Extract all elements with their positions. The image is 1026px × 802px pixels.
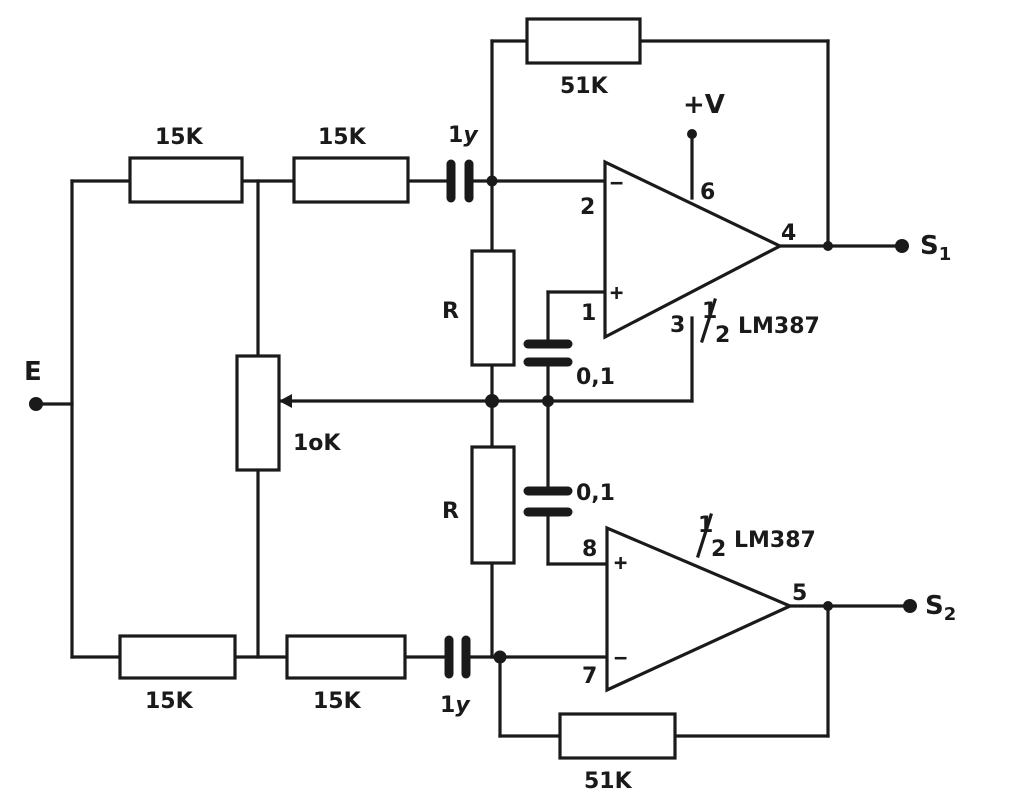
pin-top-output: 4 [781, 221, 796, 246]
resistor-top-left [128, 156, 244, 204]
part-top-den: 2 [715, 323, 730, 348]
junction-dot [542, 395, 554, 407]
pin-top-noninv: 1 [581, 301, 596, 326]
junctions [29, 129, 917, 664]
junction-dot [823, 601, 833, 611]
opamp-bottom [605, 525, 794, 693]
potentiometer-body [235, 354, 281, 472]
label-output-s2: S2 [925, 591, 956, 625]
junction-dot [823, 241, 833, 251]
label-resistor-bottom-left: 15K [145, 689, 194, 714]
part-top-name: LM387 [738, 314, 820, 339]
label-cap-bypass-top: 0,1 [576, 365, 615, 390]
pin-top-supply: 6 [700, 180, 715, 205]
label-cap-coupling-bottom: 1y [440, 693, 471, 718]
opamps [603, 159, 794, 693]
output-letter: S [920, 231, 939, 261]
pin-top-inv: 2 [580, 195, 595, 220]
resistor-feedback-top [525, 17, 642, 65]
label-resistor-r-bottom: R [442, 499, 459, 524]
part-bottom-fraction-bar [695, 512, 714, 559]
cap-unit: y [455, 693, 471, 718]
sign-bottom-inv: − [614, 646, 627, 671]
potentiometer [235, 354, 292, 472]
junction-dot [486, 175, 498, 187]
label-supply: +V [683, 90, 725, 120]
terminal-input-e [29, 397, 43, 411]
pin-top-ground: 3 [670, 313, 685, 338]
part-bottom-name: LM387 [734, 528, 816, 553]
sign-top-noninv: + [610, 281, 623, 306]
pin-bottom-inv: 7 [582, 664, 597, 689]
cap-value: 1 [440, 693, 455, 718]
resistor-feedback-bottom [558, 712, 677, 760]
pin-bottom-noninv: 8 [582, 537, 597, 562]
wiper-arrow-icon [279, 394, 292, 408]
label-cap-coupling-top: 1y [448, 123, 479, 148]
label-resistor-feedback-top: 51K [560, 74, 609, 99]
cap-unit: y [463, 123, 479, 148]
label-potentiometer: 1oK [293, 431, 341, 456]
part-top-fraction-bar [699, 297, 718, 344]
label-resistor-r-top: R [442, 299, 459, 324]
resistor-top-mid [292, 156, 410, 204]
labels: 15K 15K 15K 15K 51K 51K R R 1oK 1y 1y 0,… [24, 74, 956, 794]
label-resistor-top-mid: 15K [318, 125, 367, 150]
output-subscript: 2 [944, 604, 957, 625]
label-input-e: E [24, 357, 42, 387]
terminal-output-s2 [903, 599, 917, 613]
junction-dot [493, 650, 507, 664]
output-subscript: 1 [939, 244, 952, 265]
opamp-top [603, 159, 784, 340]
terminal-supply [687, 129, 697, 139]
capacitors [444, 159, 573, 679]
resistor-bottom-left [118, 634, 237, 680]
label-output-s1: S1 [920, 231, 951, 265]
sign-bottom-noninv: + [614, 551, 627, 576]
resistor-r-top [470, 249, 516, 367]
pin-bottom-output: 5 [792, 581, 807, 606]
resistor-r-bottom [470, 445, 516, 565]
terminal-output-s1 [895, 239, 909, 253]
label-cap-bypass-bottom: 0,1 [576, 481, 615, 506]
cap-value: 1 [448, 123, 463, 148]
label-resistor-bottom-mid: 15K [313, 689, 362, 714]
junction-dot [485, 394, 499, 408]
resistors [118, 17, 677, 760]
sign-top-inv: − [610, 171, 623, 196]
resistor-bottom-mid [285, 634, 407, 680]
part-bottom-den: 2 [711, 537, 726, 562]
output-letter: S [925, 591, 944, 621]
label-resistor-feedback-bottom: 51K [584, 769, 633, 794]
label-resistor-top-left: 15K [155, 125, 204, 150]
